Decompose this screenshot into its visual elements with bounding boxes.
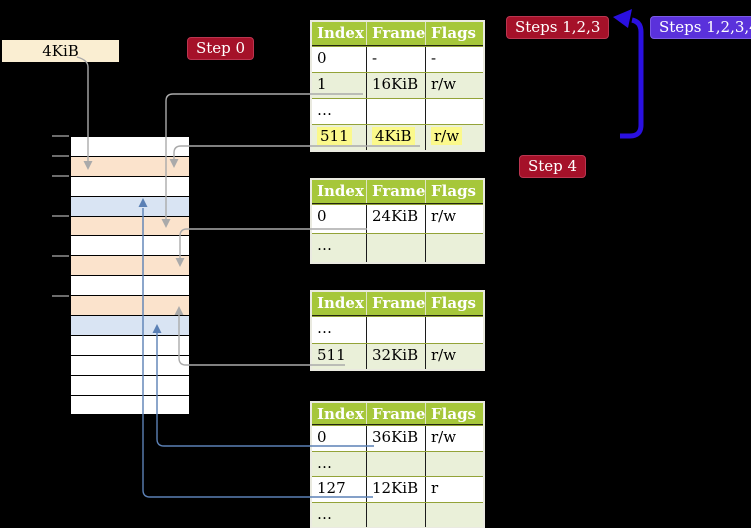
memory-frame-row-white: [71, 275, 189, 296]
column-header-frame: Frame: [366, 22, 425, 45]
memory-frame-row-white: [71, 235, 189, 256]
memory-frame-row-white: [71, 394, 189, 415]
column-header-flags: Flags: [425, 292, 483, 315]
table-cell: -: [425, 47, 483, 72]
table-cell: r/w: [425, 426, 483, 451]
table-cell: r: [425, 477, 483, 502]
memory-frame-row-white: [71, 354, 189, 375]
table-cell: …: [317, 504, 332, 523]
table-cell: 1: [317, 75, 327, 93]
table-cell: r/w: [425, 205, 483, 233]
column-header-index: Index: [317, 405, 364, 423]
table-cell: [366, 502, 425, 527]
recursive-loop-arrow-head: [613, 9, 632, 28]
column-header-index: Index: [317, 182, 364, 200]
table-row: …: [312, 450, 483, 476]
badge-step-0: Step 0: [187, 37, 255, 60]
table-row: …: [312, 233, 483, 262]
table-cell: [366, 99, 425, 124]
table-cell: [425, 502, 483, 527]
table-cell: 12KiB: [366, 477, 425, 502]
highlighted-value: 4KiB: [372, 127, 415, 145]
table-row: …: [312, 316, 483, 343]
memory-frame-row-white: [71, 374, 189, 395]
badge-steps-1-2-3-4: Steps 1,2,3,4: [650, 16, 751, 39]
memory-frame-row-white: [71, 175, 189, 196]
highlighted-value: 511: [317, 127, 352, 145]
table-cell: [366, 234, 425, 262]
table-cell: [425, 234, 483, 262]
memory-frame-row-blue: [71, 315, 189, 335]
column-header-index: Index: [317, 294, 364, 312]
memory-frame-row-white: [71, 334, 189, 355]
table-cell: …: [317, 319, 332, 337]
memory-frame-row-orange: [71, 155, 189, 176]
memory-frame-row-blue: [71, 195, 189, 216]
memory-frame-row-orange: [71, 215, 189, 236]
physical-address-label: 4KiB: [2, 40, 119, 62]
table-cell: [366, 451, 425, 476]
table-cell: 127: [317, 479, 346, 497]
column-header-frame: Frame: [366, 403, 425, 424]
table-cell: [425, 317, 483, 343]
table-cell: 0: [317, 428, 327, 446]
column-header-frame: Frame: [366, 180, 425, 203]
memory-frame-row-orange: [71, 255, 189, 276]
table-cell: [366, 317, 425, 343]
table-cell: 0: [317, 49, 327, 67]
table-cell: 32KiB: [366, 343, 425, 369]
column-header-flags: Flags: [425, 403, 483, 424]
table-cell: 4KiB: [366, 125, 425, 150]
table-cell: …: [317, 101, 332, 119]
column-header-frame: Frame: [366, 292, 425, 315]
table-cell: [425, 451, 483, 476]
table-row: 511 4KiB r/w: [312, 124, 483, 150]
physical-memory-column: [70, 136, 190, 416]
table-cell: 36KiB: [366, 426, 425, 451]
table-cell: r/w: [425, 125, 483, 150]
table-row: 0 --: [312, 46, 483, 72]
table-cell: 24KiB: [366, 205, 425, 233]
table-row: …: [312, 501, 483, 527]
recursive-loop-arrow: [620, 17, 644, 139]
memory-frame-row-orange: [71, 295, 189, 316]
table-cell: 511: [312, 125, 366, 150]
table-cell: 16KiB: [366, 73, 425, 98]
highlighted-value: r/w: [431, 127, 463, 145]
table-cell: r/w: [425, 343, 483, 369]
table-cell: …: [317, 236, 332, 254]
memory-frame-row-white: [71, 136, 189, 156]
column-header-flags: Flags: [425, 180, 483, 203]
badge-step-4: Step 4: [519, 155, 587, 178]
table-cell: [425, 99, 483, 124]
table-cell: 0: [317, 207, 327, 225]
column-header-index: Index: [317, 24, 364, 42]
table-cell: -: [366, 47, 425, 72]
badge-steps-1-2-3: Steps 1,2,3: [506, 16, 610, 39]
table-cell: …: [317, 453, 332, 472]
table-cell: r/w: [425, 73, 483, 98]
column-header-flags: Flags: [425, 22, 483, 45]
table-row: …: [312, 98, 483, 124]
table-cell: 511: [317, 345, 346, 364]
